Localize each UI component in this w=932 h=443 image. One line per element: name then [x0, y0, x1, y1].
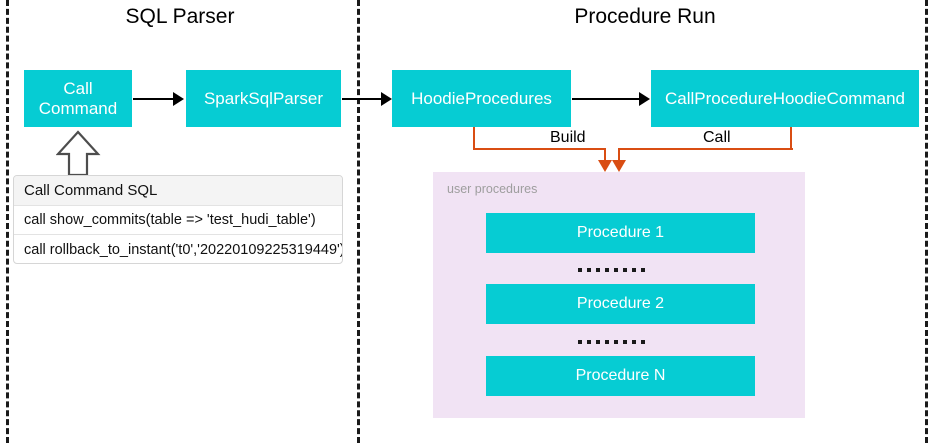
divider-right-dashed-line [925, 0, 928, 443]
call-command-sql-table: Call Command SQL call show_commits(table… [13, 175, 343, 264]
connector-call-horizontal-segment [618, 148, 793, 150]
node-spark-sql-parser[interactable]: SparkSqlParser [186, 70, 341, 127]
procedure-box-1[interactable]: Procedure 1 [486, 213, 755, 253]
arrow-hoodieprocedures-to-callprocedurehoodiecommand-line [572, 98, 640, 100]
node-hoodie-procedures[interactable]: HoodieProcedures [392, 70, 571, 127]
divider-middle-dashed-line [357, 0, 360, 443]
call-command-sql-table-row-1: call rollback_to_instant('t0','202201092… [24, 241, 343, 258]
ellipsis-dots-1 [578, 268, 645, 272]
node-call-procedure-hoodie-command[interactable]: CallProcedureHoodieCommand [651, 70, 919, 127]
procedure-box-n[interactable]: Procedure N [486, 356, 755, 396]
section-title-procedure-run: Procedure Run [574, 5, 716, 28]
section-title-sql-parser: SQL Parser [125, 5, 235, 28]
arrow-call-command-to-sparksqlparser-line [133, 98, 174, 100]
arrow-sparksqlparser-to-hoodieprocedures-head [381, 92, 392, 106]
node-spark-sql-parser-label: SparkSqlParser [203, 88, 324, 108]
connector-call-arrowhead [612, 160, 626, 172]
connector-build-vertical-segment [473, 127, 475, 149]
divider-left-dashed-line [6, 0, 9, 443]
connector-call-vertical-segment [790, 127, 792, 149]
arrow-hoodieprocedures-to-callprocedurehoodiecommand-head [639, 92, 650, 106]
connector-build-horizontal-segment [473, 148, 606, 150]
ellipsis-dots-2 [578, 340, 645, 344]
node-hoodie-procedures-label: HoodieProcedures [411, 88, 552, 108]
call-command-sql-table-header: Call Command SQL [14, 176, 342, 206]
arrow-call-command-to-sparksqlparser-head [173, 92, 184, 106]
call-command-sql-table-row-0: call show_commits(table => 'test_hudi_ta… [14, 206, 342, 235]
procedure-box-1-label: Procedure 1 [576, 224, 665, 241]
connector-build-drop-segment [604, 148, 606, 162]
node-call-command[interactable]: Call Command [24, 70, 132, 127]
node-call-command-label-line1: Call [63, 78, 93, 98]
node-call-command-label-line2: Command [38, 98, 118, 118]
connector-build-label: Build [545, 129, 591, 147]
procedure-box-2[interactable]: Procedure 2 [486, 284, 755, 324]
procedure-box-2-label: Procedure 2 [576, 295, 665, 312]
procedure-box-n-label: Procedure N [575, 367, 666, 384]
user-procedures-panel-label: user procedures [447, 182, 538, 196]
arrow-sparksqlparser-to-hoodieprocedures-line [342, 98, 382, 100]
connector-call-drop-segment [618, 148, 620, 162]
connector-build-arrowhead [598, 160, 612, 172]
connector-call-label: Call [698, 129, 736, 147]
node-call-procedure-hoodie-command-label: CallProcedureHoodieCommand [664, 88, 905, 108]
